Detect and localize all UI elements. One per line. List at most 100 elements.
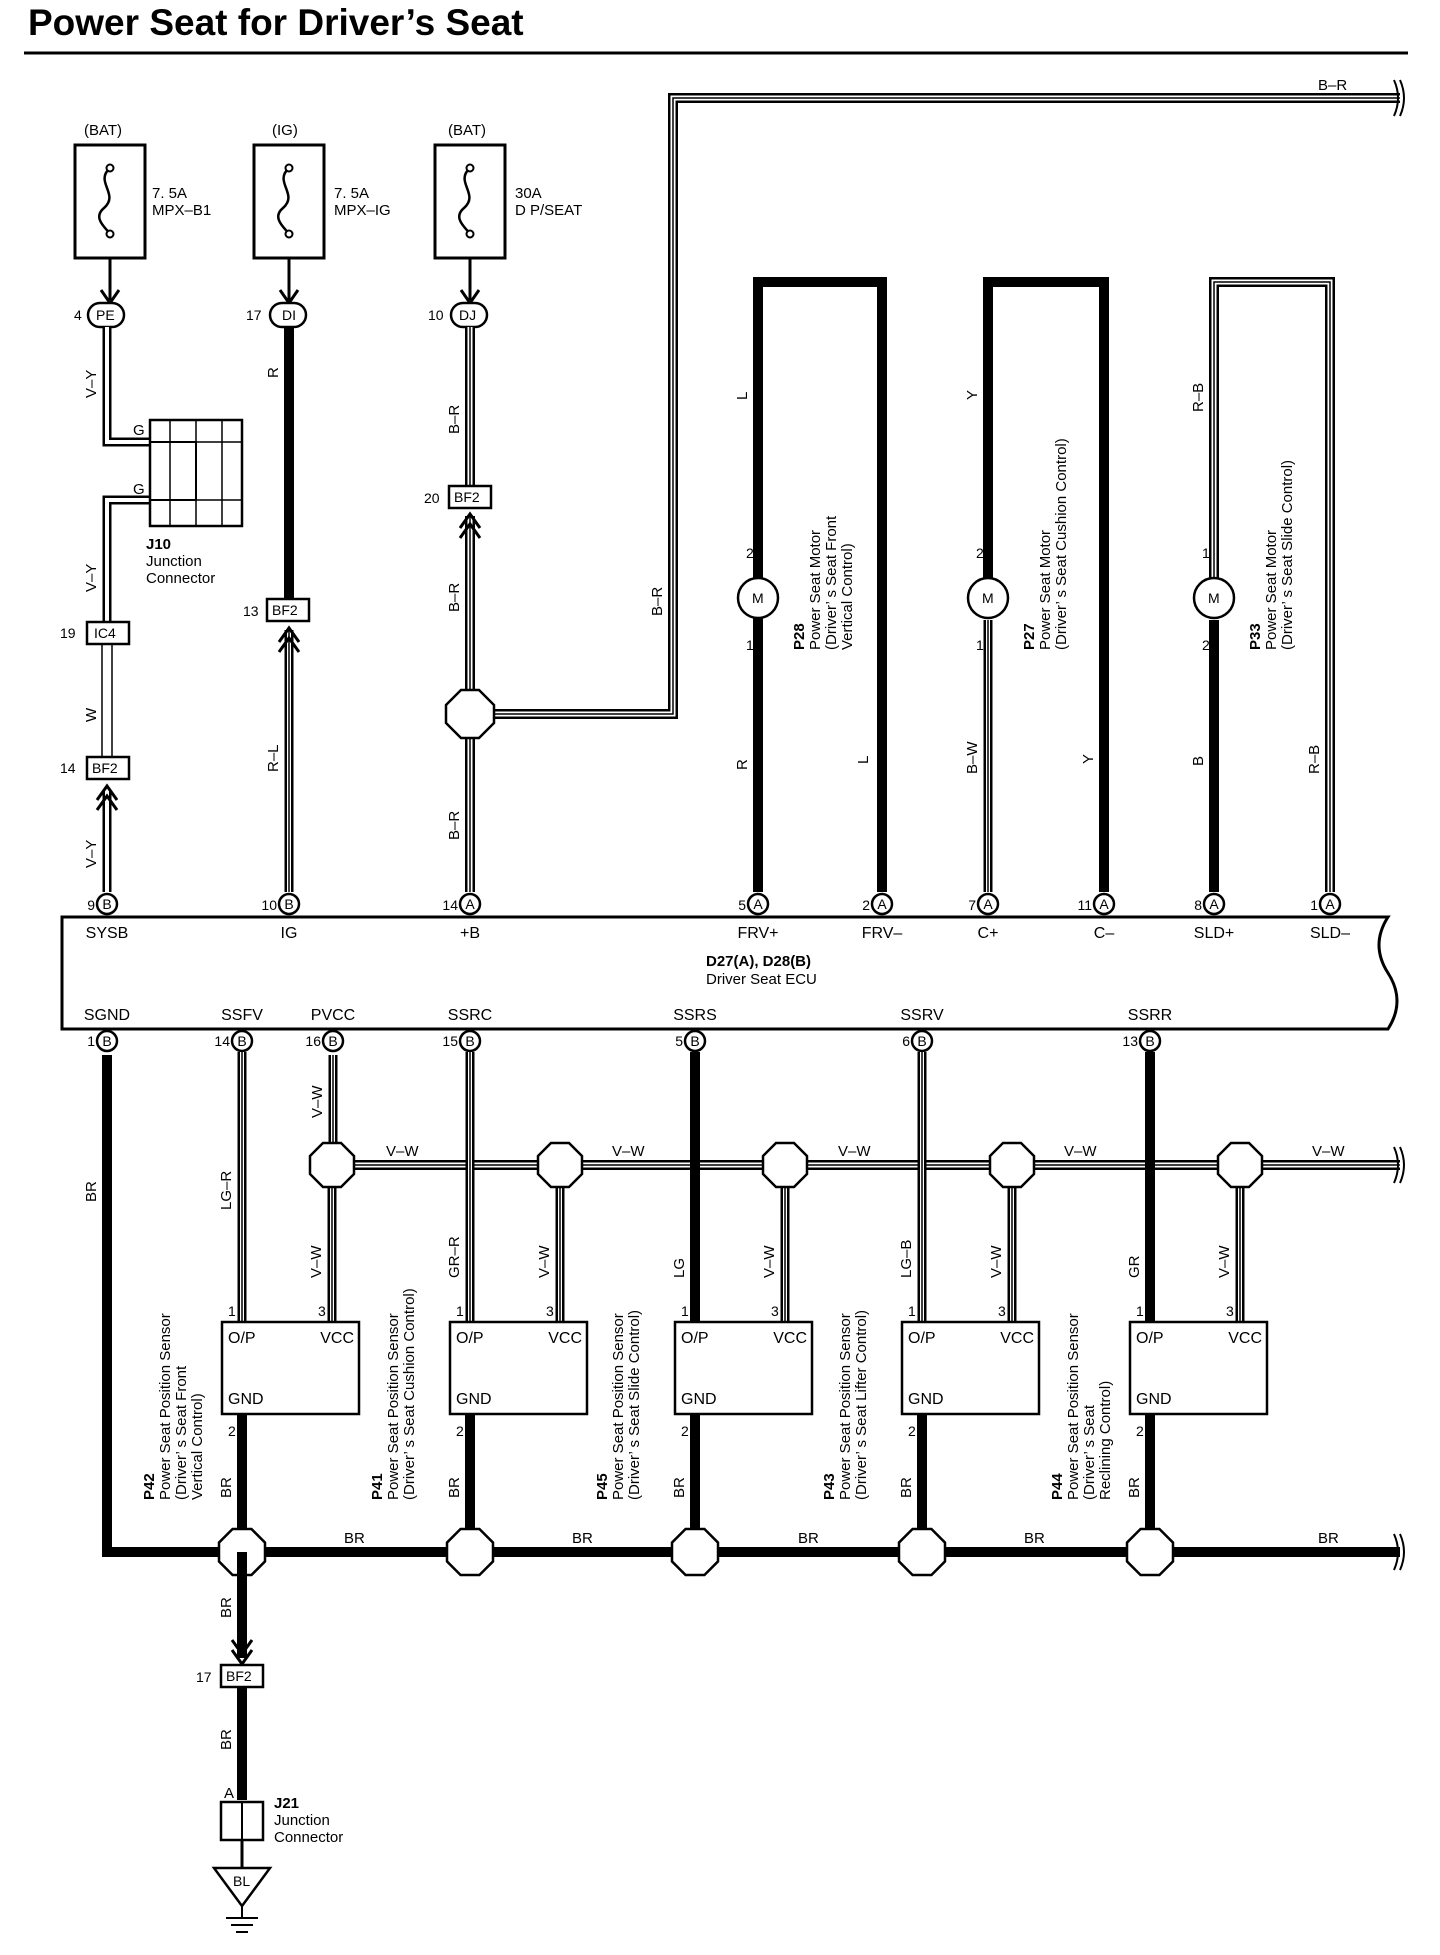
sensor-name: Power Seat Position Sensor [157, 1313, 174, 1500]
pin-number: 1 [87, 1033, 95, 1049]
ecu-name: Driver Seat ECU [706, 971, 817, 988]
pin-number: 5 [675, 1033, 683, 1049]
sensor-desc: (Driver’ s Seat Lifter Control) [853, 1310, 870, 1500]
wire-sysb-lower [95, 783, 119, 892]
j21-name2: Connector [274, 1829, 343, 1846]
connector-label: BF2 [272, 602, 298, 618]
wire-label: BR [218, 1477, 235, 1498]
pin-label: SGND [84, 1007, 130, 1024]
wire-label: BR [83, 1181, 100, 1202]
motor-symbol: M [982, 590, 994, 606]
splice-octagon [536, 1141, 584, 1189]
pin-number: 1 [1310, 897, 1318, 913]
pin-number: 13 [1122, 1033, 1138, 1049]
pin-number: 8 [1194, 897, 1202, 913]
pin-letter: A [224, 1785, 234, 1802]
pin-number: 19 [60, 625, 76, 641]
wire-label: L [734, 392, 751, 400]
sensor-vcc-label: VCC [773, 1330, 807, 1347]
sensor-gnd-label: GND [456, 1391, 492, 1408]
pin-connector-letter: B [102, 896, 111, 912]
motor-pin: 2 [1202, 637, 1210, 653]
pin-connector-letter: B [465, 1033, 474, 1049]
wire-ig-rl [277, 625, 301, 892]
motor-p33-label: P33 Power Seat Motor (Driver’ s Seat Sli… [1247, 460, 1296, 650]
pin-number: 5 [738, 897, 746, 913]
pin-label: +B [460, 925, 480, 942]
j10-pin-g: G [133, 481, 145, 498]
sensor-op-label: O/P [456, 1330, 484, 1347]
wire-label: V–W [308, 1245, 325, 1278]
fuse-supply: (IG) [272, 122, 298, 139]
sensor-vcc-label: VCC [1000, 1330, 1034, 1347]
br-bus [242, 1533, 1405, 1571]
connector-box [447, 484, 493, 510]
ecu-body [60, 915, 1399, 1031]
wire-label: V–Y [83, 840, 100, 868]
splice-octagon [445, 1527, 495, 1577]
pin-connector-letter: A [753, 896, 763, 912]
connector-bf2-13: 13 BF2 [243, 597, 311, 623]
motor-desc: Vertical Control) [839, 543, 856, 650]
j21-id: J21 [274, 1795, 299, 1812]
pin-number: 14 [60, 760, 76, 776]
pin-number: 17 [246, 307, 262, 323]
wire-w [101, 644, 113, 756]
fuse-dpseat: (BAT) 30A D P/SEAT [433, 122, 582, 260]
sensor-box [900, 1320, 1041, 1416]
motor-name: Power Seat Motor [807, 530, 824, 650]
sensor-desc: Reclining Control) [1097, 1381, 1114, 1500]
fuse-mpx-b1: (BAT) 7. 5A MPX–B1 [73, 122, 211, 260]
fuse-name: MPX–B1 [152, 202, 211, 219]
wire-label: B–W [964, 741, 981, 774]
wire-label: R [734, 759, 751, 770]
pin-number: 2 [1136, 1423, 1144, 1439]
fuse-arrows [99, 258, 481, 306]
wire-sgnd [102, 1055, 242, 1557]
splice-octagon [1125, 1527, 1175, 1577]
pin-number: 14 [214, 1033, 230, 1049]
j10-name2: Connector [146, 570, 215, 587]
pin-connector-letter: A [1099, 896, 1109, 912]
motor-desc: (Driver’ s Seat Slide Control) [1279, 460, 1296, 650]
pin-number: 2 [862, 897, 870, 913]
connector-box [219, 1663, 265, 1689]
wire-label: BR [671, 1477, 688, 1498]
pin-label: SLD– [1310, 925, 1350, 942]
motor-icon [736, 576, 780, 620]
fuse-rating: 7. 5A [334, 185, 369, 202]
wire-label: Y [1080, 754, 1097, 764]
motor-pin: 2 [746, 545, 754, 561]
connector-box [265, 597, 311, 623]
wire-label: BR [218, 1729, 235, 1750]
wire-label: R [265, 367, 282, 378]
sensor-id: P43 [821, 1473, 838, 1500]
pin-connector-circle [1318, 892, 1342, 916]
pin-connector-circle [230, 1029, 254, 1053]
wire-label: LG–B [898, 1240, 915, 1278]
pin-label: SSFV [221, 1007, 263, 1024]
sensor-op-label: O/P [1136, 1330, 1164, 1347]
motor-p33-wires [1209, 277, 1335, 892]
pin-connector-letter: A [1325, 896, 1335, 912]
pin-number: 10 [428, 307, 444, 323]
pin-number: 9 [87, 897, 95, 913]
fuse-rating: 7. 5A [152, 185, 187, 202]
pin-connector-circle [277, 892, 301, 916]
pin-connector-circle [1138, 1029, 1162, 1053]
wire-label: V–Y [83, 564, 100, 592]
connector-box [85, 755, 131, 781]
pin-connector-letter: B [1145, 1033, 1154, 1049]
pin-connector-circle [910, 1029, 934, 1053]
j10-name: Junction [146, 553, 202, 570]
